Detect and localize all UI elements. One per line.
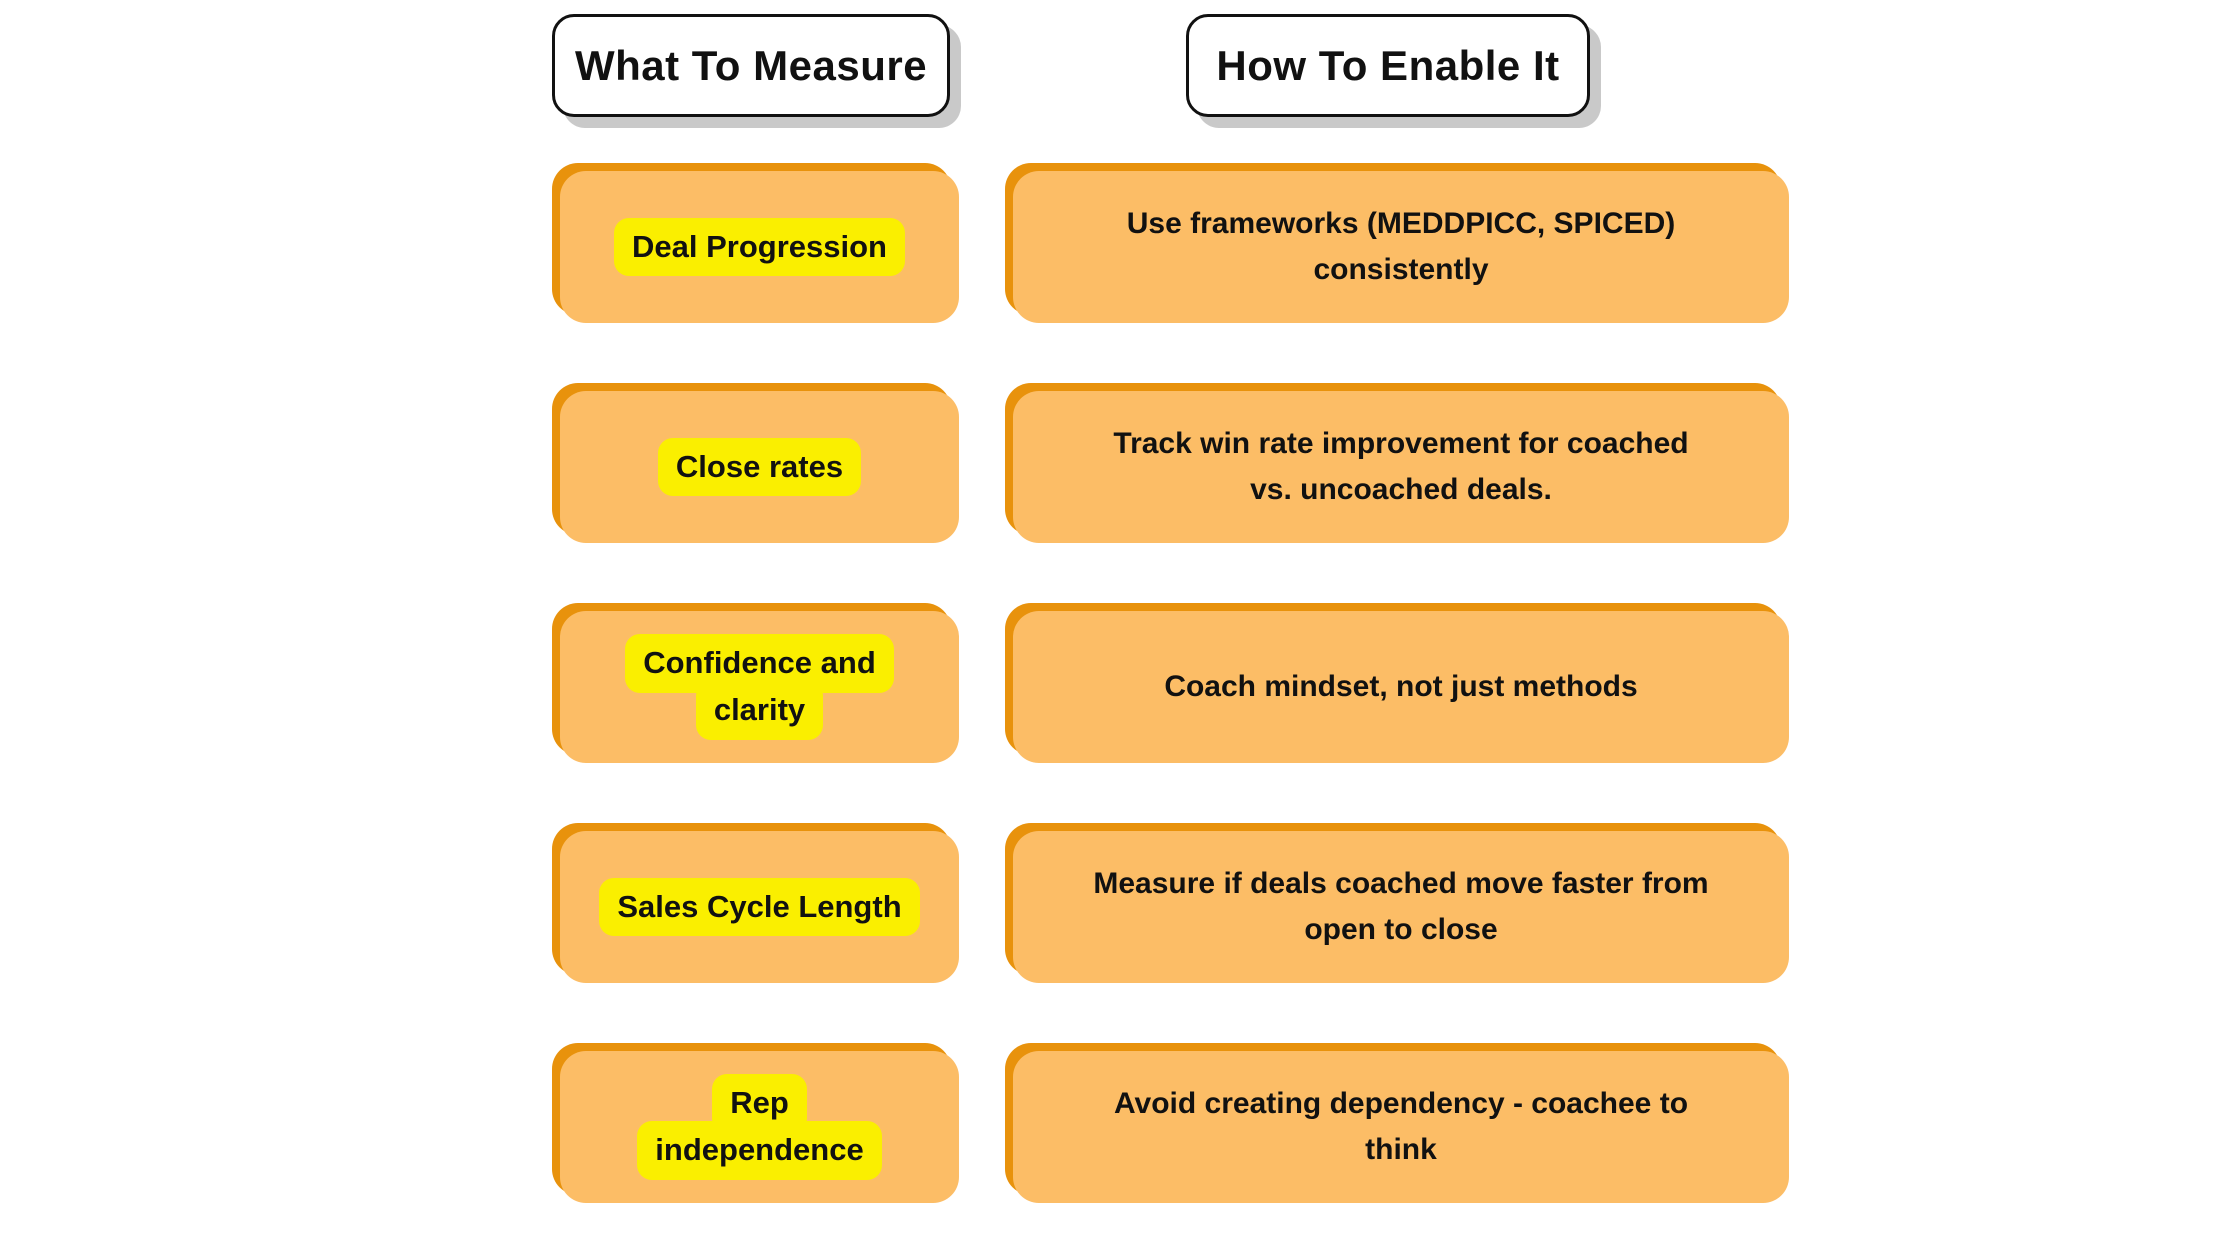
card-face: Avoid creating dependency - coachee to t… — [1013, 1051, 1789, 1203]
card-face: Sales Cycle Length — [560, 831, 959, 983]
enable-text: Track win rate improvement for coached v… — [1083, 421, 1718, 514]
text-line: vs. uncoached deals. — [1250, 473, 1552, 506]
enable-text: Use frameworks (MEDDPICC, SPICED) consis… — [1097, 201, 1705, 294]
text-line: Track win rate improvement for coached — [1113, 426, 1689, 460]
text-line: think — [1365, 1133, 1437, 1166]
enable-card-measure-deal-speed: Measure if deals coached move faster fro… — [1005, 823, 1789, 983]
measure-card-deal-progression: Deal Progression — [552, 163, 959, 323]
enable-card-avoid-dependency: Avoid creating dependency - coachee to t… — [1005, 1043, 1789, 1203]
enable-text: Avoid creating dependency - coachee to t… — [1084, 1081, 1718, 1174]
card-face: Close rates — [560, 391, 959, 543]
text-line: consistently — [1313, 253, 1489, 286]
enable-card-use-frameworks: Use frameworks (MEDDPICC, SPICED) consis… — [1005, 163, 1789, 323]
measure-card-close-rates: Close rates — [552, 383, 959, 543]
card-face: Confidence and clarity — [560, 611, 959, 763]
card-face: Use frameworks (MEDDPICC, SPICED) consis… — [1013, 171, 1789, 323]
highlight-label: independence — [637, 1121, 882, 1180]
highlight-label: Sales Cycle Length — [599, 877, 920, 937]
enable-card-coach-mindset: Coach mindset, not just methods — [1005, 603, 1789, 763]
card-face: Measure if deals coached move faster fro… — [1013, 831, 1789, 983]
text-line: open to close — [1304, 913, 1498, 946]
text-line: Measure if deals coached move faster fro… — [1093, 866, 1709, 900]
header-label: What To Measure — [574, 41, 928, 89]
card-face: Deal Progression — [560, 171, 959, 323]
enable-card-track-win-rate: Track win rate improvement for coached v… — [1005, 383, 1789, 543]
card-face: Rep independence — [560, 1051, 959, 1203]
text-line: Use frameworks (MEDDPICC, SPICED) — [1126, 206, 1676, 240]
highlight-label: clarity — [695, 681, 824, 740]
column-header-how-to-enable-it: How To Enable It — [1186, 14, 1590, 117]
measure-card-confidence-and-clarity: Confidence and clarity — [552, 603, 959, 763]
card-face: Track win rate improvement for coached v… — [1013, 391, 1789, 543]
text-line: Avoid creating dependency - coachee to — [1113, 1086, 1689, 1120]
header-label: How To Enable It — [1216, 41, 1560, 89]
measure-card-sales-cycle-length: Sales Cycle Length — [552, 823, 959, 983]
highlight-label: Close rates — [657, 437, 862, 497]
card-face: Coach mindset, not just methods — [1013, 611, 1789, 763]
column-header-what-to-measure: What To Measure — [552, 14, 950, 117]
text-line: Coach mindset, not just methods — [1164, 669, 1638, 703]
highlight-label: Deal Progression — [614, 217, 905, 277]
enable-text: Coach mindset, not just methods — [1134, 664, 1667, 711]
enable-text: Measure if deals coached move faster fro… — [1063, 861, 1738, 954]
measure-card-rep-independence: Rep independence — [552, 1043, 959, 1203]
